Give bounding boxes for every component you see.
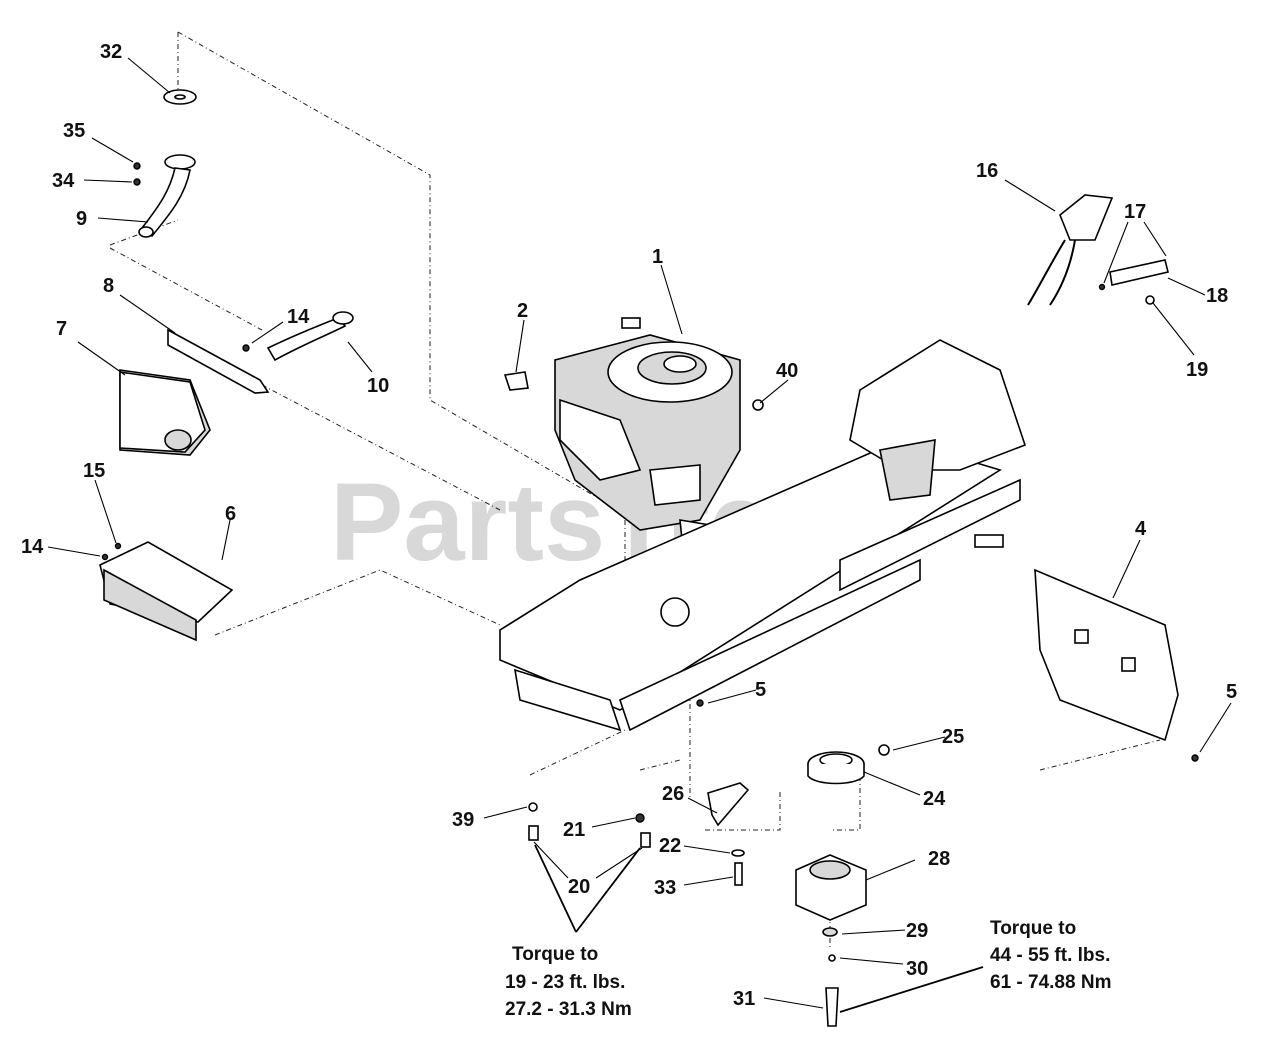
callout-16: 16	[976, 160, 998, 182]
callout-18: 18	[1206, 285, 1228, 307]
callout-35: 35	[63, 120, 85, 142]
callout-17: 17	[1124, 201, 1146, 223]
callout-31: 31	[733, 988, 755, 1010]
leader-lines	[47, 57, 1232, 1013]
callout-14-lower: 14	[21, 536, 44, 558]
engine	[503, 317, 764, 546]
torque-left-line2: 19 - 23 ft. lbs.	[505, 972, 625, 993]
callout-19: 19	[1186, 359, 1208, 381]
callout-9: 9	[76, 208, 87, 230]
callout-5-cover: 5	[1226, 681, 1237, 703]
callout-26: 26	[662, 783, 684, 805]
throttle-cable-assembly	[1027, 194, 1169, 306]
hardware	[528, 802, 745, 886]
callout-14-upper: 14	[287, 306, 310, 328]
callout-32: 32	[100, 41, 122, 63]
callout-30: 30	[906, 958, 928, 980]
heat-shield	[99, 541, 234, 642]
frame-cover-panel	[1034, 568, 1199, 762]
exhaust-pipe-assembly	[133, 89, 197, 238]
exhaust-tube	[242, 311, 354, 362]
torque-left-line3: 27.2 - 31.3 Nm	[505, 999, 632, 1020]
callout-29: 29	[906, 920, 928, 942]
callout-7: 7	[56, 318, 67, 340]
torque-left-line1: Torque to	[512, 944, 598, 965]
callout-15: 15	[83, 460, 105, 482]
torque-note-right: Torque to 44 - 55 ft. lbs. 61 - 74.88 Nm	[990, 918, 1111, 993]
callout-22: 22	[659, 835, 681, 857]
torque-right-line2: 44 - 55 ft. lbs.	[990, 945, 1110, 966]
callout-25: 25	[942, 726, 964, 748]
callout-labels: 32 35 34 9 8 7 14 10 15 14 6 1 2 40 4 5 …	[21, 41, 1237, 1010]
callout-34: 34	[52, 170, 75, 192]
callout-24: 24	[923, 788, 946, 810]
torque-note-left: Torque to 19 - 23 ft. lbs. 27.2 - 31.3 N…	[505, 944, 632, 1020]
callout-39: 39	[452, 809, 474, 831]
callout-1: 1	[652, 246, 663, 268]
callout-8: 8	[103, 275, 114, 297]
muffler-assembly	[119, 328, 270, 456]
torque-right-line1: Torque to	[990, 918, 1076, 939]
pto-clutch-assembly	[795, 854, 867, 1027]
callout-28: 28	[928, 848, 950, 870]
callout-6: 6	[225, 503, 236, 525]
callout-4: 4	[1135, 518, 1147, 540]
callout-33: 33	[654, 877, 676, 899]
torque-right-line3: 61 - 74.88 Nm	[990, 972, 1111, 993]
tractor-frame	[499, 339, 1027, 732]
callout-2: 2	[517, 300, 528, 322]
callout-40: 40	[776, 360, 798, 382]
callout-21: 21	[563, 819, 585, 841]
callout-20: 20	[568, 876, 590, 898]
callout-5-frame: 5	[755, 679, 766, 701]
pulley-assembly	[707, 744, 890, 827]
callout-10: 10	[367, 375, 389, 397]
